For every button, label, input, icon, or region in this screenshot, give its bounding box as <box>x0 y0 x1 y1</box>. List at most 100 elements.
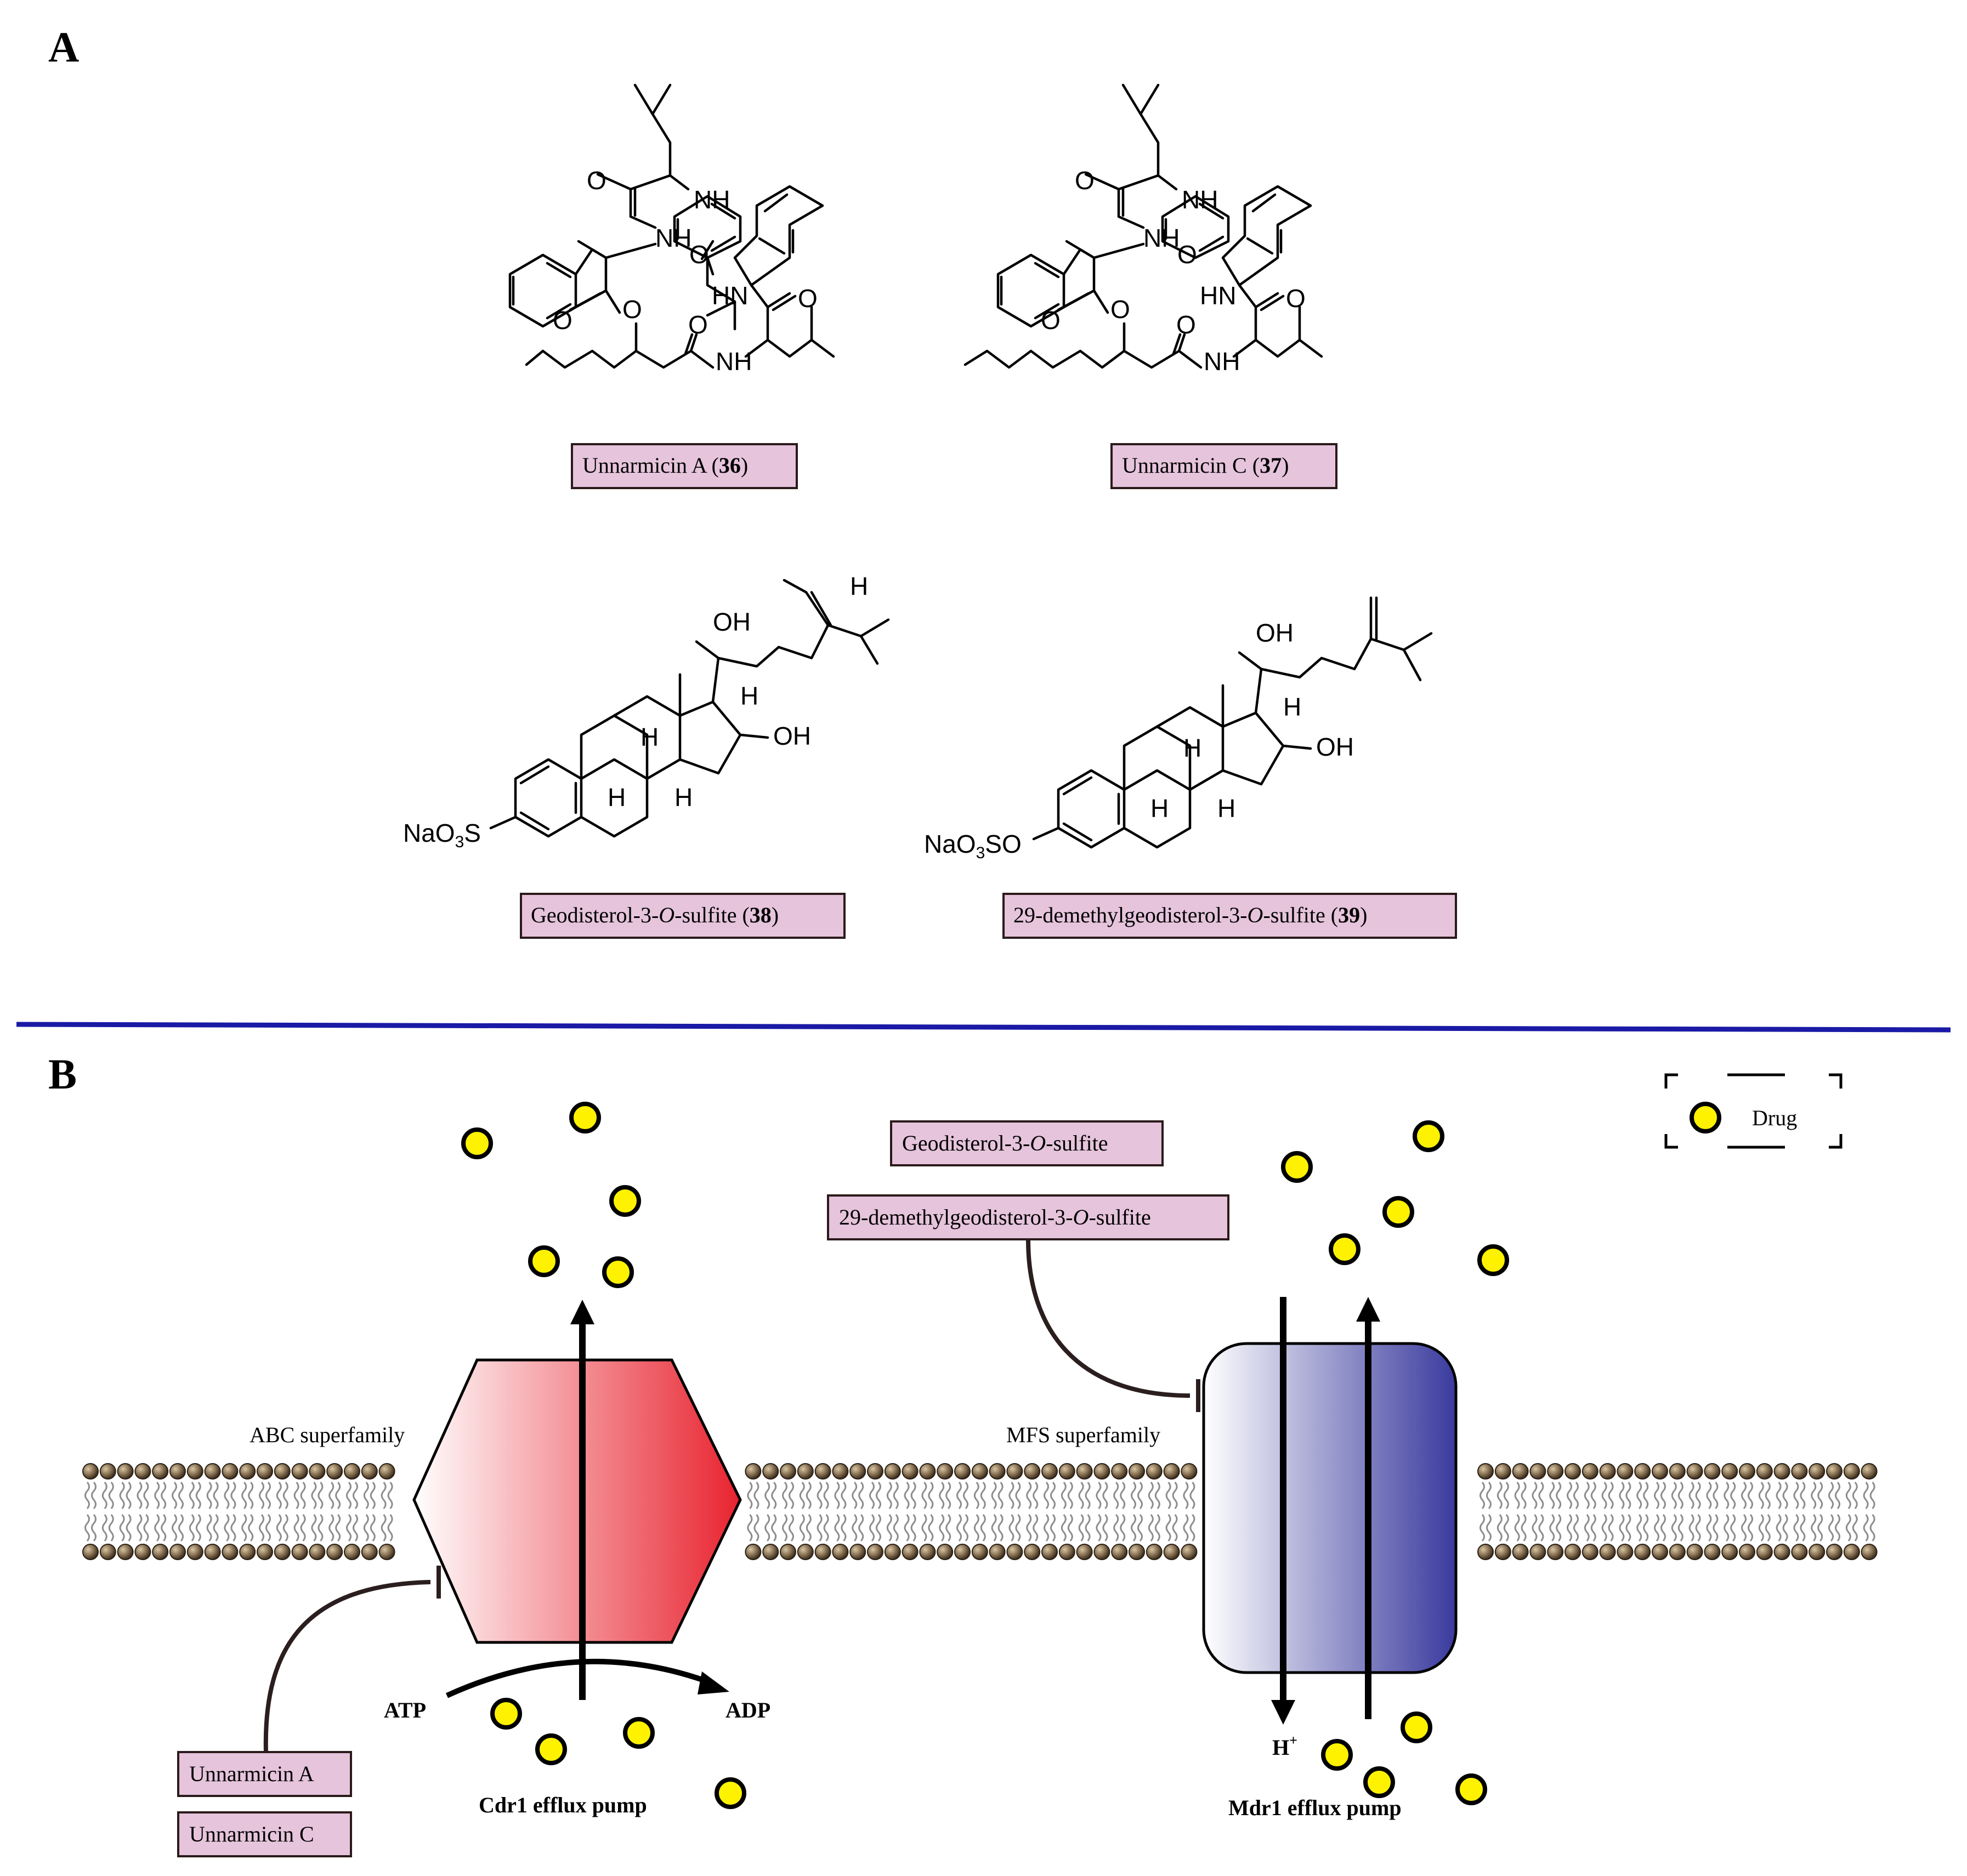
lipid-head <box>1163 1544 1180 1560</box>
lipid-head <box>239 1544 256 1560</box>
lipid-head <box>1146 1544 1163 1560</box>
svg-text:29-demethylgeodisterol-3-O-sul: 29-demethylgeodisterol-3-O-sulfite <box>839 1205 1151 1229</box>
lipid-head <box>1477 1544 1494 1560</box>
atom-o: O <box>798 284 818 313</box>
lipid-head <box>239 1463 256 1480</box>
lipid-head <box>1686 1544 1703 1560</box>
lipid-head <box>82 1463 99 1480</box>
lipid-head <box>1861 1544 1878 1560</box>
lipid-head <box>1809 1463 1826 1480</box>
atom-h: H <box>674 783 693 812</box>
lipid-head <box>309 1544 326 1560</box>
lipid-head <box>1058 1544 1075 1560</box>
lipid-head <box>1686 1463 1703 1480</box>
svg-text:NaO3SO: NaO3SO <box>924 830 1022 862</box>
lipid-head <box>1809 1544 1826 1560</box>
lipid-head <box>1704 1544 1721 1560</box>
lipid-head <box>378 1544 395 1560</box>
lipid-head <box>1547 1544 1564 1560</box>
svg-text:Unnarmicin C: Unnarmicin C <box>189 1822 314 1846</box>
lipid-head <box>1024 1544 1041 1560</box>
atom-nh: NH <box>694 185 730 214</box>
svg-text:29-demethylgeodisterol-3-O-sul: 29-demethylgeodisterol-3-O-sulfite (39) <box>1013 903 1367 927</box>
svg-text:Unnarmicin C (37): Unnarmicin C (37) <box>1122 453 1289 478</box>
lipid-head <box>971 1463 988 1480</box>
lipid-head <box>1861 1463 1878 1480</box>
svg-text:NaO3S: NaO3S <box>403 819 481 851</box>
atom-h: H <box>1183 734 1201 762</box>
atom-o: O <box>587 166 606 195</box>
lipid-head <box>814 1544 831 1560</box>
lipid-head <box>1529 1463 1546 1480</box>
adp-label: ADP <box>725 1698 770 1722</box>
lipid-head <box>344 1463 360 1480</box>
lipid-head <box>378 1463 395 1480</box>
lipid-head <box>745 1463 762 1480</box>
atom-h: H <box>1150 794 1169 823</box>
lipid-head <box>971 1544 988 1560</box>
atom-h: H <box>850 572 868 600</box>
lipid-head <box>1512 1463 1529 1480</box>
inhibitor-box-demethylgeodisterol: 29-demethylgeodisterol-3-O-sulfite <box>827 1194 1229 1240</box>
lipid-head <box>186 1463 203 1480</box>
lipid-head <box>1791 1544 1808 1560</box>
atom-nh: NH <box>1182 185 1218 214</box>
drug-particle <box>490 1698 522 1730</box>
lipid-head <box>1599 1463 1616 1480</box>
lipid-head <box>291 1463 308 1480</box>
lipid-head <box>1581 1544 1598 1560</box>
lipid-head <box>222 1463 239 1480</box>
lipid-head <box>762 1463 779 1480</box>
proton-label: H+ <box>1272 1732 1297 1760</box>
drug-particles <box>461 1102 1509 1809</box>
lipid-head <box>1181 1463 1198 1480</box>
atom-h: H <box>740 682 758 710</box>
lipid-head <box>1791 1463 1808 1480</box>
atom-o: O <box>553 306 572 335</box>
lipid-head <box>937 1544 954 1560</box>
atom-nh: NH <box>1143 224 1180 252</box>
lipid-head <box>1843 1544 1860 1560</box>
lipid-head <box>849 1463 866 1480</box>
lipid-head <box>849 1544 866 1560</box>
lipid-head <box>1058 1463 1075 1480</box>
atom-o: O <box>622 295 642 324</box>
lipid-head <box>1564 1544 1581 1560</box>
lipid-head <box>1704 1463 1721 1480</box>
atom-hn: HN <box>712 281 748 310</box>
lipid-head <box>745 1544 762 1560</box>
lipid-head <box>884 1544 901 1560</box>
lipid-head <box>169 1544 186 1560</box>
lipid-head <box>326 1544 343 1560</box>
lipid-head <box>797 1544 814 1560</box>
lipid-head <box>1494 1544 1511 1560</box>
lipid-head <box>1826 1463 1843 1480</box>
cdr1-efflux-pump <box>412 1300 742 1700</box>
lipid-head <box>902 1463 919 1480</box>
lipid-head <box>1581 1463 1598 1480</box>
svg-text:Unnarmicin A: Unnarmicin A <box>189 1761 314 1786</box>
atp-hydrolysis-arc <box>445 1658 714 1698</box>
drug-particle <box>1321 1739 1353 1771</box>
lipid-head <box>1826 1544 1843 1560</box>
lipid-head <box>1006 1463 1023 1480</box>
lipid-head <box>884 1463 901 1480</box>
panel-a-letter: A <box>48 23 79 71</box>
lipid-head <box>1093 1544 1110 1560</box>
lipid-head <box>274 1463 291 1480</box>
inhibitor-box-unnarmicin-c: Unnarmicin C <box>177 1811 352 1857</box>
lipid-head <box>134 1463 151 1480</box>
lipid-head <box>762 1544 779 1560</box>
legend: Drug <box>1664 1073 1843 1149</box>
lipid-head <box>954 1544 971 1560</box>
legend-drug-label: Drug <box>1752 1106 1797 1130</box>
lipid-head <box>919 1463 936 1480</box>
lipid-head <box>1129 1544 1145 1560</box>
lipid-head <box>1669 1544 1686 1560</box>
drug-particle <box>1363 1766 1395 1798</box>
mfs-superfamily-label: MFS superfamily <box>1006 1422 1160 1447</box>
atom-o: O <box>1177 240 1197 269</box>
mdr1-pump-label: Mdr1 efflux pump <box>1228 1795 1402 1820</box>
lipid-head <box>326 1463 343 1480</box>
